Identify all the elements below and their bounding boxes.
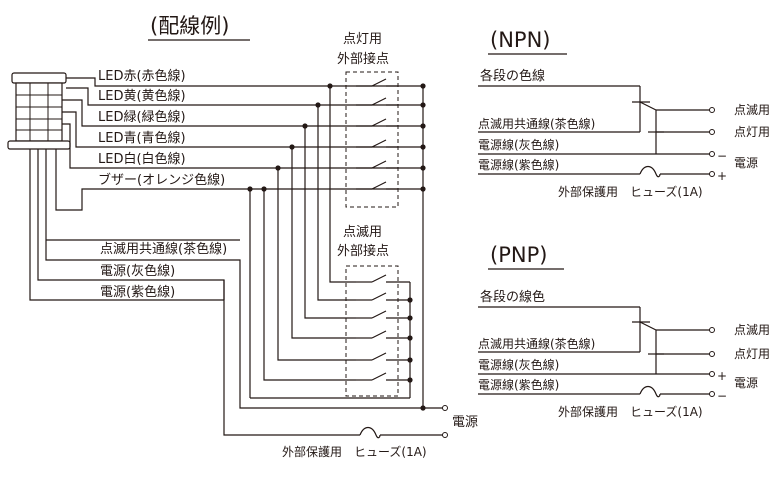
steady-switches: [356, 78, 426, 408]
junction-dots: [247, 83, 333, 192]
flash-switches: [249, 189, 426, 411]
wire-label-white: LED白(白色線): [98, 151, 186, 167]
npn-wire-gray: 電源線(灰色線): [478, 137, 559, 152]
flash-contact-title-1: 点滅用: [343, 225, 382, 240]
npn-circuit: [478, 85, 715, 178]
main-title: (配線例): [150, 14, 229, 38]
pnp-input-label: 各段の線色: [480, 289, 545, 305]
wire-label-yellow: LED黄(黄色線): [98, 88, 186, 104]
npn-title: (NPN): [490, 28, 550, 52]
npn-input-label: 各段の色線: [480, 68, 545, 84]
npn-fuse-label: 外部保護用 ヒューズ(1A): [558, 184, 703, 199]
steady-contact-box: [345, 71, 399, 208]
pnp-title: (PNP): [490, 243, 547, 267]
npn-wire-purple: 電源線(紫色線): [478, 157, 559, 172]
pnp-wire-flash-common: 点滅用共通線(茶色線): [478, 336, 595, 351]
npn-plus: +: [717, 169, 727, 183]
wire-label-green: LED緑(緑色線): [98, 109, 186, 125]
wire-label-buzzer: ブザー(オレンジ色線): [98, 172, 225, 188]
npn-output-flash: 点滅用: [734, 103, 770, 117]
pnp-plus: +: [717, 369, 727, 383]
wire-label-red: LED赤(赤色線): [98, 68, 186, 84]
pnp-power-label: 電源: [734, 376, 758, 390]
pnp-fuse-label: 外部保護用 ヒューズ(1A): [558, 404, 703, 419]
npn-wire-flash-common: 点滅用共通線(茶色線): [478, 116, 595, 131]
left-power-terminals: [359, 405, 448, 439]
left-wires: [29, 77, 445, 436]
npn-output-steady: 点灯用: [734, 125, 770, 139]
wire-label-power-gray: 電源(灰色線): [100, 263, 175, 279]
steady-contact-title-1: 点灯用: [343, 32, 382, 47]
flash-contact-title-2: 外部接点: [337, 243, 389, 259]
pnp-circuit: [478, 306, 715, 398]
pnp-output-flash: 点滅用: [734, 323, 770, 337]
pnp-wire-gray: 電源線(灰色線): [478, 357, 559, 372]
pnp-output-steady: 点灯用: [734, 347, 770, 361]
left-fuse-label: 外部保護用 ヒューズ(1A): [282, 444, 427, 459]
left-power-label: 電源: [452, 415, 478, 430]
steady-contact-title-2: 外部接点: [337, 51, 389, 67]
signal-tower-icon: [7, 72, 71, 150]
pnp-wire-purple: 電源線(紫色線): [478, 377, 559, 392]
npn-minus: −: [717, 149, 727, 163]
wire-label-blue: LED青(青色線): [98, 130, 186, 146]
npn-power-label: 電源: [734, 156, 758, 170]
pnp-minus: −: [717, 389, 727, 403]
wire-label-power-purple: 電源(紫色線): [100, 284, 175, 300]
wire-label-flash-common: 点滅用共通線(茶色線): [100, 241, 227, 257]
flash-contact-box: [345, 265, 399, 397]
